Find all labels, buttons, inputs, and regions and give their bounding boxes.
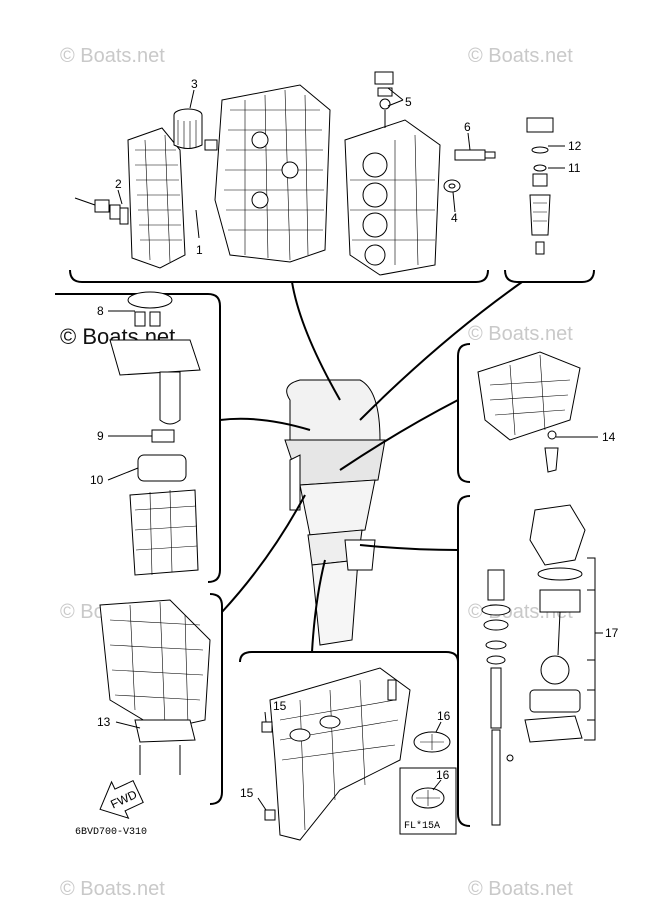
watermark-top-left: © Boats.net [60, 45, 165, 67]
fuel-filter [526, 117, 554, 255]
callout-1: 1 [196, 243, 203, 257]
inset-label: FL*15A [404, 820, 440, 832]
sensor-parts [374, 71, 394, 128]
callout-16-upper: 16 [437, 709, 451, 723]
callout-12: 12 [568, 139, 582, 153]
right-lower-bracket [457, 495, 471, 827]
oil-filter [173, 108, 218, 151]
watermark-bottom-left: © Boats.net [60, 878, 165, 900]
watermark-mid-right: © Boats.net [468, 323, 573, 345]
top-group-bracket [69, 269, 489, 283]
bottom-cowling [477, 351, 581, 473]
callout-4: 4 [451, 211, 458, 225]
callout-16-inset: 16 [436, 768, 450, 782]
cylinder-head [344, 119, 441, 276]
callout-17: 17 [605, 626, 619, 640]
bottom-center-bracket [239, 651, 459, 663]
connector-lines [219, 281, 523, 653]
inset-box: FL*15A [399, 767, 457, 835]
callout-11: 11 [568, 161, 581, 175]
exhaust-manifold [99, 599, 211, 775]
right-mid-bracket [457, 343, 471, 483]
part17-bracket [584, 557, 596, 741]
callout-15-lower: 15 [240, 786, 254, 800]
watermark-bottom-right: © Boats.net [468, 878, 573, 900]
left-mid-bracket [55, 293, 221, 583]
vapor-separator [109, 291, 201, 576]
callout-15-upper: 15 [273, 699, 287, 713]
diagram-code: 6BVD700-V310 [75, 827, 147, 838]
callout-3: 3 [191, 77, 198, 91]
anode-part [413, 731, 451, 753]
left-lower-bracket [209, 593, 223, 805]
callout-14: 14 [602, 430, 616, 444]
callout-leaders [107, 87, 603, 811]
water-pump [524, 504, 586, 743]
drive-shaft [481, 569, 514, 826]
top-right-group-bracket [504, 269, 595, 283]
grommet [443, 179, 461, 193]
callout-6: 6 [464, 120, 471, 134]
callout-5: 5 [405, 95, 412, 109]
callout-13: 13 [97, 715, 111, 729]
engine-block [214, 84, 331, 263]
spark-plug [454, 149, 496, 161]
fwd-arrow: FWD [99, 780, 144, 819]
callout-8: 8 [97, 304, 104, 318]
callout-10: 10 [90, 473, 104, 487]
cylinder-cover-plate [127, 127, 186, 269]
lower-case [261, 667, 411, 841]
watermark-top-right: © Boats.net [468, 45, 573, 67]
outboard-motor [284, 379, 386, 646]
callout-2: 2 [115, 177, 122, 191]
thermostat-parts [74, 197, 129, 225]
callout-9: 9 [97, 429, 104, 443]
